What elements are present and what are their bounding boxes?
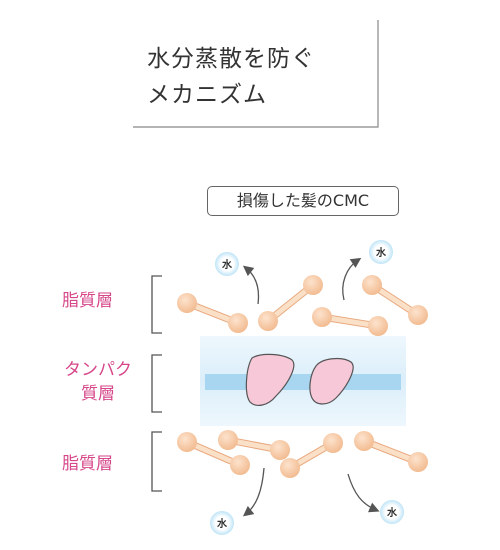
lipid-head — [270, 440, 290, 460]
lipid-head — [280, 458, 300, 478]
lipid-head — [228, 313, 248, 333]
lipid-layer-top-label: 脂質層 — [62, 291, 113, 311]
protein-layer — [200, 336, 406, 426]
protein-label-line-1: タンパク — [64, 360, 132, 380]
lipid-head — [177, 293, 197, 313]
lipid-molecule — [177, 293, 248, 333]
lipid-head — [177, 432, 197, 452]
bracket-lipid-top — [151, 275, 162, 334]
protein-blob-right — [309, 357, 354, 405]
lipid-head — [362, 275, 382, 295]
lipid-head — [312, 307, 332, 327]
water-molecules: 水 水 水 水 — [210, 240, 404, 535]
protein-blob-left — [245, 353, 295, 406]
title-box: 水分蒸散を防ぐ メカニズム — [133, 20, 379, 128]
svg-text:水: 水 — [221, 258, 233, 271]
damaged-hair-cmc-badge: 損傷した髪のCMC — [207, 186, 399, 216]
lipid-head — [368, 316, 388, 336]
svg-text:水: 水 — [216, 517, 228, 530]
water-icon-bottom-right: 水 — [380, 500, 404, 524]
lipid-molecule — [280, 433, 343, 478]
lipid-molecule — [354, 431, 428, 472]
title-line-1: 水分蒸散を防ぐ — [147, 46, 315, 72]
arrow-bottom-right — [347, 473, 380, 513]
lipid-head — [230, 455, 250, 475]
water-icon-top-right: 水 — [369, 240, 393, 264]
bracket-protein — [151, 354, 162, 413]
lipid-molecule — [362, 275, 428, 325]
arrow-top-left — [242, 265, 260, 305]
arrow-bottom-left — [242, 467, 265, 517]
bracket-lipid-bottom — [151, 431, 162, 492]
water-icon-top-left: 水 — [215, 252, 239, 276]
water-icon-bottom-left: 水 — [210, 511, 234, 535]
lipid-head — [303, 275, 323, 295]
protein-stripe — [205, 374, 401, 390]
layer-brackets — [151, 275, 162, 492]
protein-layer-label: タンパク 質層 — [64, 358, 132, 406]
lipid-molecule — [312, 307, 388, 336]
arrow-top-right — [342, 257, 362, 301]
title-line-2: メカニズム — [147, 82, 267, 108]
evaporation-arrows — [242, 257, 380, 517]
lipid-molecule — [258, 275, 323, 331]
lipid-head — [218, 430, 238, 450]
lipid-head — [354, 431, 374, 451]
lipid-layer-bottom-label: 脂質層 — [62, 454, 113, 474]
lipid-molecules — [177, 275, 428, 478]
protein-label-line-2: 質層 — [81, 384, 115, 404]
lipid-molecule — [218, 430, 290, 460]
lipid-head — [408, 452, 428, 472]
svg-text:水: 水 — [386, 506, 398, 519]
lipid-molecule — [177, 432, 250, 475]
title: 水分蒸散を防ぐ メカニズム — [147, 41, 315, 113]
title-frame — [133, 20, 379, 128]
lipid-head — [408, 305, 428, 325]
lipid-head — [323, 433, 343, 453]
svg-text:水: 水 — [375, 246, 387, 259]
lipid-head — [258, 311, 278, 331]
